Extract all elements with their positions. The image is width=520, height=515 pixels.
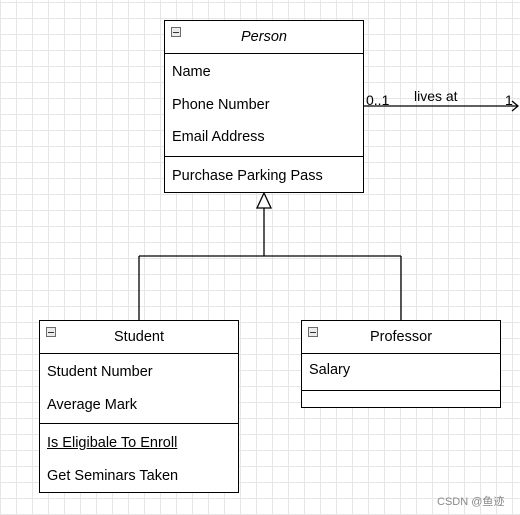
generalization-arrowhead [255, 191, 273, 209]
operation-is-eligible-to-enroll-text: Is Eligibale To Enroll [47, 435, 178, 451]
association-arrowhead [511, 100, 520, 112]
class-professor-header[interactable]: Professor [302, 321, 500, 354]
operation-is-eligible-to-enroll: Is Eligibale To Enroll [47, 427, 238, 460]
class-student[interactable]: Student Student Number Average Mark Is E… [39, 320, 239, 493]
association-label: lives at [414, 88, 458, 104]
class-student-operations: Is Eligibale To Enroll Get Seminars Take… [40, 423, 238, 492]
class-person-operations: Purchase Parking Pass [165, 156, 363, 192]
attribute-average-mark: Average Mark [47, 396, 137, 413]
class-professor-name: Professor [369, 329, 433, 345]
class-professor[interactable]: Professor Salary [301, 320, 501, 408]
attribute-name: Name [172, 64, 211, 80]
operation-purchase-parking-pass: Purchase Parking Pass [172, 168, 323, 184]
collapse-icon[interactable] [308, 327, 318, 337]
class-professor-attributes: Salary [302, 354, 500, 390]
class-person-header[interactable]: Person [165, 21, 363, 54]
class-person[interactable]: Person Name Phone Number Email Address P… [164, 20, 364, 193]
class-student-attributes: Student Number Average Mark [40, 354, 238, 423]
attribute-salary: Salary [309, 362, 351, 378]
attribute-email-address: Email Address [172, 129, 265, 145]
association-source-multiplicity: 0..1 [366, 92, 390, 108]
collapse-icon[interactable] [46, 327, 56, 337]
association-target-multiplicity: 1 [505, 92, 513, 108]
collapse-icon[interactable] [171, 27, 181, 37]
class-person-attributes: Name Phone Number Email Address [165, 54, 363, 156]
attribute-phone-number: Phone Number [172, 96, 270, 113]
attribute-student-number: Student Number [47, 364, 153, 380]
class-student-name: Student [114, 329, 164, 345]
operation-get-seminars-taken: Get Seminars Taken [47, 467, 179, 484]
class-student-header[interactable]: Student [40, 321, 238, 354]
class-person-name: Person [241, 29, 287, 45]
class-professor-operations [302, 390, 500, 407]
watermark: CSDN @鱼迹 [437, 496, 505, 508]
